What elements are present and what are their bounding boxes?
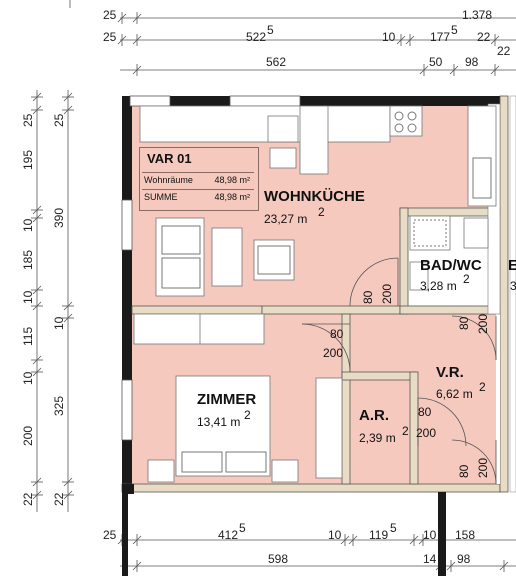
dim-top-562: 562	[266, 55, 286, 69]
dim-top-522: 522	[246, 30, 266, 44]
room-label-ar: A.R.	[359, 407, 389, 424]
dim-left2-10: 10	[52, 316, 66, 330]
dim-bottom-119: 119	[369, 528, 388, 542]
dim-left2-25: 25	[52, 113, 66, 127]
door-vr-height: 200	[476, 458, 490, 478]
dim-top-total: 1.378	[462, 8, 492, 22]
room-area-bad: 3,28 m	[420, 279, 457, 293]
dim-bottom-158: 158	[455, 528, 475, 542]
dim-left-10b: 10	[21, 290, 35, 304]
edge-letter-2: 3	[510, 279, 516, 293]
left-dimensions: 25 195 10 185 10 115 10 200 22 25 390 10…	[21, 90, 74, 512]
dim-top-522-sup: 5	[267, 23, 274, 37]
dim-top-177-sup: 5	[451, 23, 458, 37]
bed	[147, 375, 299, 483]
door-bad-right-height: 200	[476, 314, 490, 334]
legend-label: Wohnräume	[144, 175, 193, 185]
legend-label: SUMME	[144, 192, 178, 202]
door-zimmer-height: 200	[323, 346, 343, 360]
top-dimensions: 25 1.378 25 522 5 10 177 5 22 22 562 50 …	[69, 0, 516, 76]
door-zimmer-width: 80	[330, 327, 344, 341]
dim-top-22a: 22	[477, 30, 491, 44]
room-label-zimmer: ZIMMER	[197, 391, 256, 408]
dim-left-115: 115	[21, 327, 35, 346]
dim-left-200: 200	[21, 426, 35, 446]
dim-left-10c: 10	[21, 371, 35, 385]
door-swings	[301, 257, 497, 485]
dim-bottom-412-sup: 5	[239, 521, 246, 535]
area-legend: VAR 01 Wohnräume 48,98 m² SUMME 48,98 m²	[139, 147, 259, 211]
edge-letter-1: E	[508, 257, 516, 274]
living-furniture	[155, 217, 295, 297]
wall-bad-top	[399, 207, 501, 217]
dim-top-177: 177	[430, 30, 450, 44]
dim-bottom-98: 98	[457, 552, 471, 566]
room-area-wohnkueche: 23,27 m	[264, 212, 307, 226]
room-area-bad-sup: 2	[463, 272, 470, 286]
legend-row: SUMME 48,98 m²	[142, 189, 254, 206]
room-area-zimmer-sup: 2	[244, 408, 251, 422]
legend-row: Wohnräume 48,98 m²	[142, 172, 254, 189]
room-area-vr: 6,62 m	[436, 387, 473, 401]
dim-bottom-10b: 10	[423, 528, 437, 542]
wall-bottom	[121, 483, 501, 493]
dim-bottom-10a: 10	[328, 528, 342, 542]
dim-top-25b: 25	[103, 30, 117, 44]
dim-bottom-25: 25	[103, 528, 117, 542]
room-area-vr-sup: 2	[479, 380, 486, 394]
dim-left-25: 25	[21, 113, 35, 127]
dim-left-185: 185	[21, 250, 35, 270]
room-label-bad: BAD/WC	[420, 257, 482, 274]
dim-top-50: 50	[429, 55, 443, 69]
door-bad-right-width: 80	[457, 316, 471, 330]
dim-top-22b: 22	[497, 44, 511, 58]
wall-partition-1	[131, 305, 263, 315]
zimmer-cabinet	[315, 377, 343, 479]
dim-left2-22: 22	[52, 492, 66, 506]
legend-title: VAR 01	[147, 151, 192, 166]
room-label-vr: V.R.	[436, 364, 464, 381]
room-label-wohnkueche: WOHNKÜCHE	[264, 188, 365, 205]
legend-value: 48,98 m²	[214, 192, 250, 202]
dim-left-10a: 10	[21, 218, 35, 232]
dim-left2-390: 390	[52, 208, 66, 228]
dim-left-195: 195	[21, 150, 35, 170]
dim-bottom-14: 14	[423, 552, 437, 566]
dim-bottom-412: 412	[218, 528, 238, 542]
dim-left2-325: 325	[52, 396, 66, 416]
wardrobe	[133, 313, 265, 345]
room-area-ar-sup: 2	[402, 424, 409, 438]
door-bad-width: 80	[361, 290, 375, 304]
wall-right	[499, 95, 509, 493]
dim-bottom-598: 598	[268, 552, 288, 566]
room-area-ar: 2,39 m	[359, 431, 396, 445]
dim-top-98: 98	[465, 55, 479, 69]
room-area-zimmer: 13,41 m	[197, 415, 240, 429]
ar-floor	[350, 378, 416, 480]
dim-left-22a: 22	[21, 492, 35, 506]
bath-fixtures	[409, 215, 489, 291]
door-vr-width: 80	[457, 464, 471, 478]
legend-value: 48,98 m²	[214, 175, 250, 185]
room-area-wohnkueche-sup: 2	[318, 205, 325, 219]
door-bad-height: 200	[380, 284, 394, 304]
wall-ar	[341, 371, 417, 381]
door-ar-width: 80	[418, 405, 432, 419]
bottom-dimensions: 25 412 5 10 119 5 10 158 598 14 98	[103, 521, 516, 572]
dim-bottom-119-sup: 5	[390, 521, 397, 535]
wall-left	[122, 96, 132, 492]
door-ar-height: 200	[416, 426, 436, 440]
plan-body	[121, 95, 516, 576]
dim-top-10: 10	[382, 30, 396, 44]
dim-top-25a: 25	[103, 8, 117, 22]
kitchen-counter	[139, 105, 497, 207]
